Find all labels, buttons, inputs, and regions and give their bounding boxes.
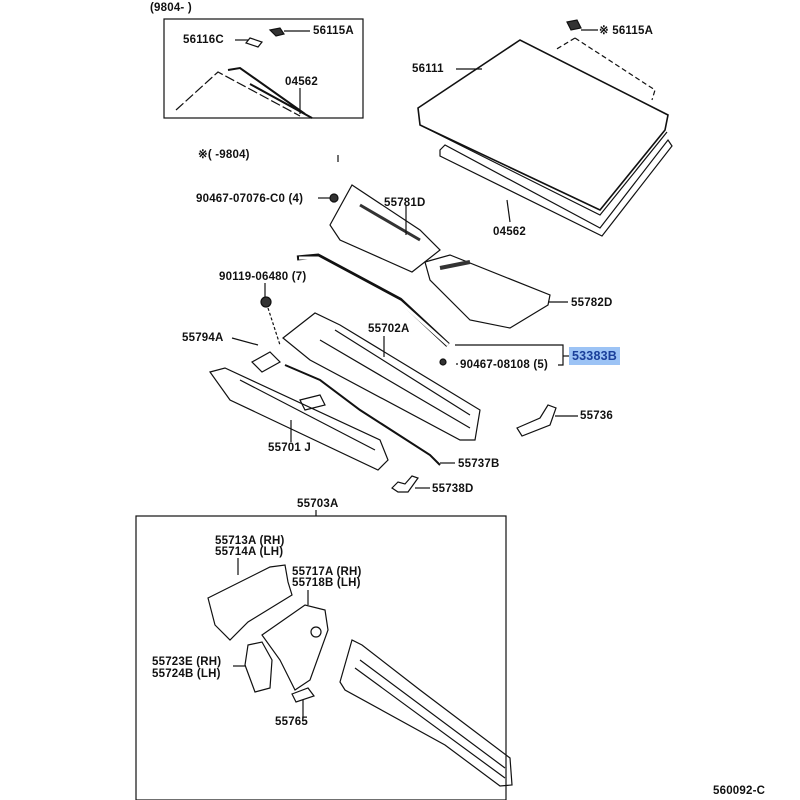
nut-90119-06480 — [260, 296, 272, 308]
windshield-glass — [417, 39, 669, 211]
note-to-9804: ※( -9804) — [198, 149, 250, 161]
part-label-53383B-highlighted[interactable]: 53383B — [569, 347, 620, 365]
part-label-55718B[interactable]: 55718B (LH) — [292, 577, 361, 589]
diagram-code: 560092-C — [713, 785, 766, 797]
part-label-90467-07076[interactable]: 90467-07076-C0 (4) — [196, 193, 304, 205]
part-label-56116C[interactable]: 56116C — [183, 34, 224, 46]
part-label-56115A-inset[interactable]: 56115A — [313, 25, 354, 37]
part-label-04562[interactable]: 04562 — [493, 226, 526, 238]
cover-55736 — [516, 404, 557, 437]
part-label-90119-06480[interactable]: 90119-06480 (7) — [219, 271, 307, 283]
windshield-molding — [439, 138, 673, 237]
part-label-55794A[interactable]: 55794A — [182, 332, 224, 344]
part-label-55765[interactable]: 55765 — [275, 716, 308, 728]
bracket-55765 — [291, 687, 315, 703]
clip-56115A — [566, 19, 582, 31]
part-label-55781D[interactable]: 55781D — [384, 197, 426, 209]
part-label-04562-inset[interactable]: 04562 — [285, 76, 318, 88]
panel-55713A — [207, 564, 293, 641]
inset-box — [163, 18, 364, 119]
cowl-panel-55702A — [282, 312, 481, 441]
inset-clip-56115A — [268, 27, 285, 37]
sub-assembly-box — [135, 515, 507, 800]
inset-clip-56116C — [244, 37, 264, 48]
part-label-55701J[interactable]: 55701 J — [268, 442, 311, 454]
cowl-panel-55701J — [209, 367, 389, 471]
part-label-55738D[interactable]: 55738D — [432, 483, 474, 495]
inset-windshield-edge — [175, 71, 301, 117]
part-label-55736[interactable]: 55736 — [580, 410, 613, 422]
seal-55737B — [284, 364, 441, 466]
part-label-55717A[interactable]: 55717A (RH) — [292, 566, 362, 578]
part-label-55713A[interactable]: 55713A (RH) — [215, 535, 285, 547]
part-label-55723E[interactable]: 55723E (RH) — [152, 656, 222, 668]
part-label-55714A[interactable]: 55714A (LH) — [215, 546, 284, 558]
part-label-55702A[interactable]: 55702A — [368, 323, 410, 335]
part-label-56111[interactable]: 56111 — [412, 63, 444, 75]
panel-55717A — [261, 604, 329, 691]
bolt-90467-08108 — [439, 358, 447, 366]
part-label-90467-08108[interactable]: 90467-08108 (5) — [460, 359, 549, 371]
part-label-55703A[interactable]: 55703A — [297, 498, 339, 510]
cowl-inner-panel — [339, 639, 513, 787]
panel-55723E — [244, 641, 273, 693]
part-label-55724B[interactable]: 55724B (LH) — [152, 668, 221, 680]
note-from-9804: (9804- ) — [150, 2, 192, 14]
part-label-55737B[interactable]: 55737B — [458, 458, 500, 470]
part-label-55782D[interactable]: 55782D — [571, 297, 613, 309]
screw-90467-07076 — [329, 193, 339, 203]
cowl-louver-55781D — [329, 184, 441, 273]
hose-55738D — [391, 475, 419, 493]
inset-molding — [227, 66, 313, 119]
part-label-56115A[interactable]: ※ 56115A — [599, 25, 654, 37]
bracket-55794A — [251, 351, 281, 373]
